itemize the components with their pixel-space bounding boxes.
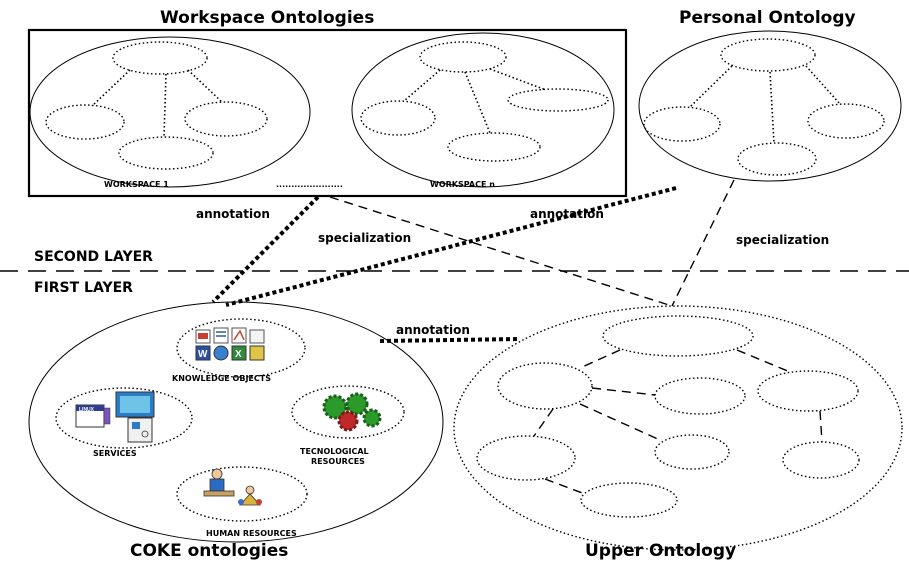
workspace-ontologies-box bbox=[27, 28, 628, 198]
coke-ontologies-circle bbox=[28, 301, 444, 543]
tecnological-resources-label-line1: TECNOLOGICAL bbox=[300, 447, 369, 456]
svg-text:W: W bbox=[198, 349, 208, 360]
annotation-label-personal: annotation bbox=[530, 207, 604, 221]
upper-edge bbox=[544, 478, 586, 495]
tecnological-resources-label-line2: RESOURCES bbox=[311, 457, 365, 466]
personal-ontology-title: Personal Ontology bbox=[679, 8, 856, 28]
specialization-label-personal: specialization bbox=[736, 233, 829, 247]
svg-text:X: X bbox=[235, 349, 242, 360]
knowledge-objects-label: KNOWLEDGE OBJECTS bbox=[172, 374, 271, 383]
workspace-n-circle bbox=[351, 32, 615, 188]
workspace-n-node-bottom bbox=[447, 132, 541, 162]
workspace-1-circle bbox=[29, 36, 311, 188]
workspace-n-node-left bbox=[360, 100, 436, 136]
workspace-1-label: WORKSPACE 1 bbox=[104, 180, 169, 189]
personal-node-bottom bbox=[737, 142, 817, 176]
workspace-ontologies-title: Workspace Ontologies bbox=[160, 8, 374, 28]
specialization-arrow-workspace bbox=[329, 196, 673, 307]
workspace-1-root-node bbox=[112, 41, 208, 75]
workspace-n-label: WORKSPACE n bbox=[430, 180, 495, 189]
annotation-arrow-workspace bbox=[211, 195, 320, 304]
upper-root-node bbox=[602, 315, 754, 357]
workspace-n-edge bbox=[464, 71, 491, 134]
upper-node-lower-center bbox=[654, 434, 730, 470]
workspace-n-edge bbox=[403, 69, 441, 102]
coke-ontologies: W X KNOWLEDGE OBJECTS LINUX SERVICES bbox=[28, 301, 444, 543]
people-icon bbox=[203, 468, 262, 506]
human-resources-label: HUMAN RESOURCES bbox=[206, 529, 297, 538]
workspace-n-edge bbox=[489, 68, 547, 91]
upper-edge bbox=[819, 410, 823, 443]
personal-ontology-circle bbox=[638, 30, 902, 182]
workspace-1-edge bbox=[163, 73, 167, 138]
knowledge-objects-group bbox=[176, 318, 306, 378]
upper-edge bbox=[736, 349, 791, 373]
workspace-1-edge bbox=[187, 69, 223, 103]
annotation-label-coke: annotation bbox=[396, 323, 470, 337]
upper-node-center bbox=[654, 377, 746, 415]
first-layer-label: FIRST LAYER bbox=[34, 280, 133, 296]
specialization-arrow-personal bbox=[671, 179, 735, 307]
personal-edge bbox=[689, 65, 733, 108]
annotation-label-workspace: annotation bbox=[196, 207, 270, 221]
upper-edge bbox=[579, 403, 661, 441]
workspace-n-ontology bbox=[351, 32, 615, 188]
workspace-1-node-left bbox=[45, 104, 125, 140]
personal-edge bbox=[805, 65, 841, 105]
svg-text:LINUX: LINUX bbox=[79, 407, 95, 413]
upper-node-lower-right bbox=[782, 441, 860, 479]
annotation-arrow-personal bbox=[225, 186, 677, 307]
workspace-n-node-right bbox=[507, 88, 609, 112]
human-resources-group bbox=[176, 466, 308, 522]
workspace-n-root-node bbox=[419, 41, 507, 73]
computer-icon bbox=[115, 391, 155, 443]
gears-icon bbox=[322, 392, 382, 432]
services-group bbox=[55, 387, 193, 449]
personal-node-right bbox=[807, 103, 885, 139]
upper-ontology bbox=[453, 305, 903, 551]
tecnological-resources-group bbox=[291, 385, 405, 439]
upper-ontology-title: Upper Ontology bbox=[585, 541, 736, 561]
linux-server-icon: LINUX bbox=[75, 404, 111, 428]
annotation-arrow-coke bbox=[379, 337, 521, 343]
office-documents-icon: W X bbox=[195, 327, 265, 361]
upper-node-bottom bbox=[580, 482, 678, 518]
upper-edge bbox=[533, 408, 554, 437]
workspace-1-ontology bbox=[29, 36, 311, 188]
personal-edge bbox=[769, 71, 775, 144]
workspace-1-node-right bbox=[184, 101, 268, 137]
services-label: SERVICES bbox=[93, 449, 137, 458]
second-layer-label: SECOND LAYER bbox=[34, 249, 153, 265]
workspace-1-node-bottom bbox=[118, 136, 214, 170]
personal-ontology bbox=[638, 30, 902, 182]
upper-node-right bbox=[757, 370, 859, 412]
coke-ontologies-title: COKE ontologies bbox=[130, 541, 288, 561]
personal-node-left bbox=[643, 106, 721, 142]
upper-edge bbox=[579, 349, 621, 369]
personal-root-node bbox=[720, 38, 816, 72]
upper-node-left bbox=[497, 362, 593, 410]
upper-ontology-circle bbox=[453, 305, 903, 551]
workspace-ellipsis: ...................... bbox=[276, 180, 343, 189]
specialization-label-workspace: specialization bbox=[318, 231, 411, 245]
upper-node-lower-left bbox=[476, 435, 576, 481]
workspace-1-edge bbox=[91, 69, 131, 107]
upper-edge bbox=[591, 387, 656, 396]
